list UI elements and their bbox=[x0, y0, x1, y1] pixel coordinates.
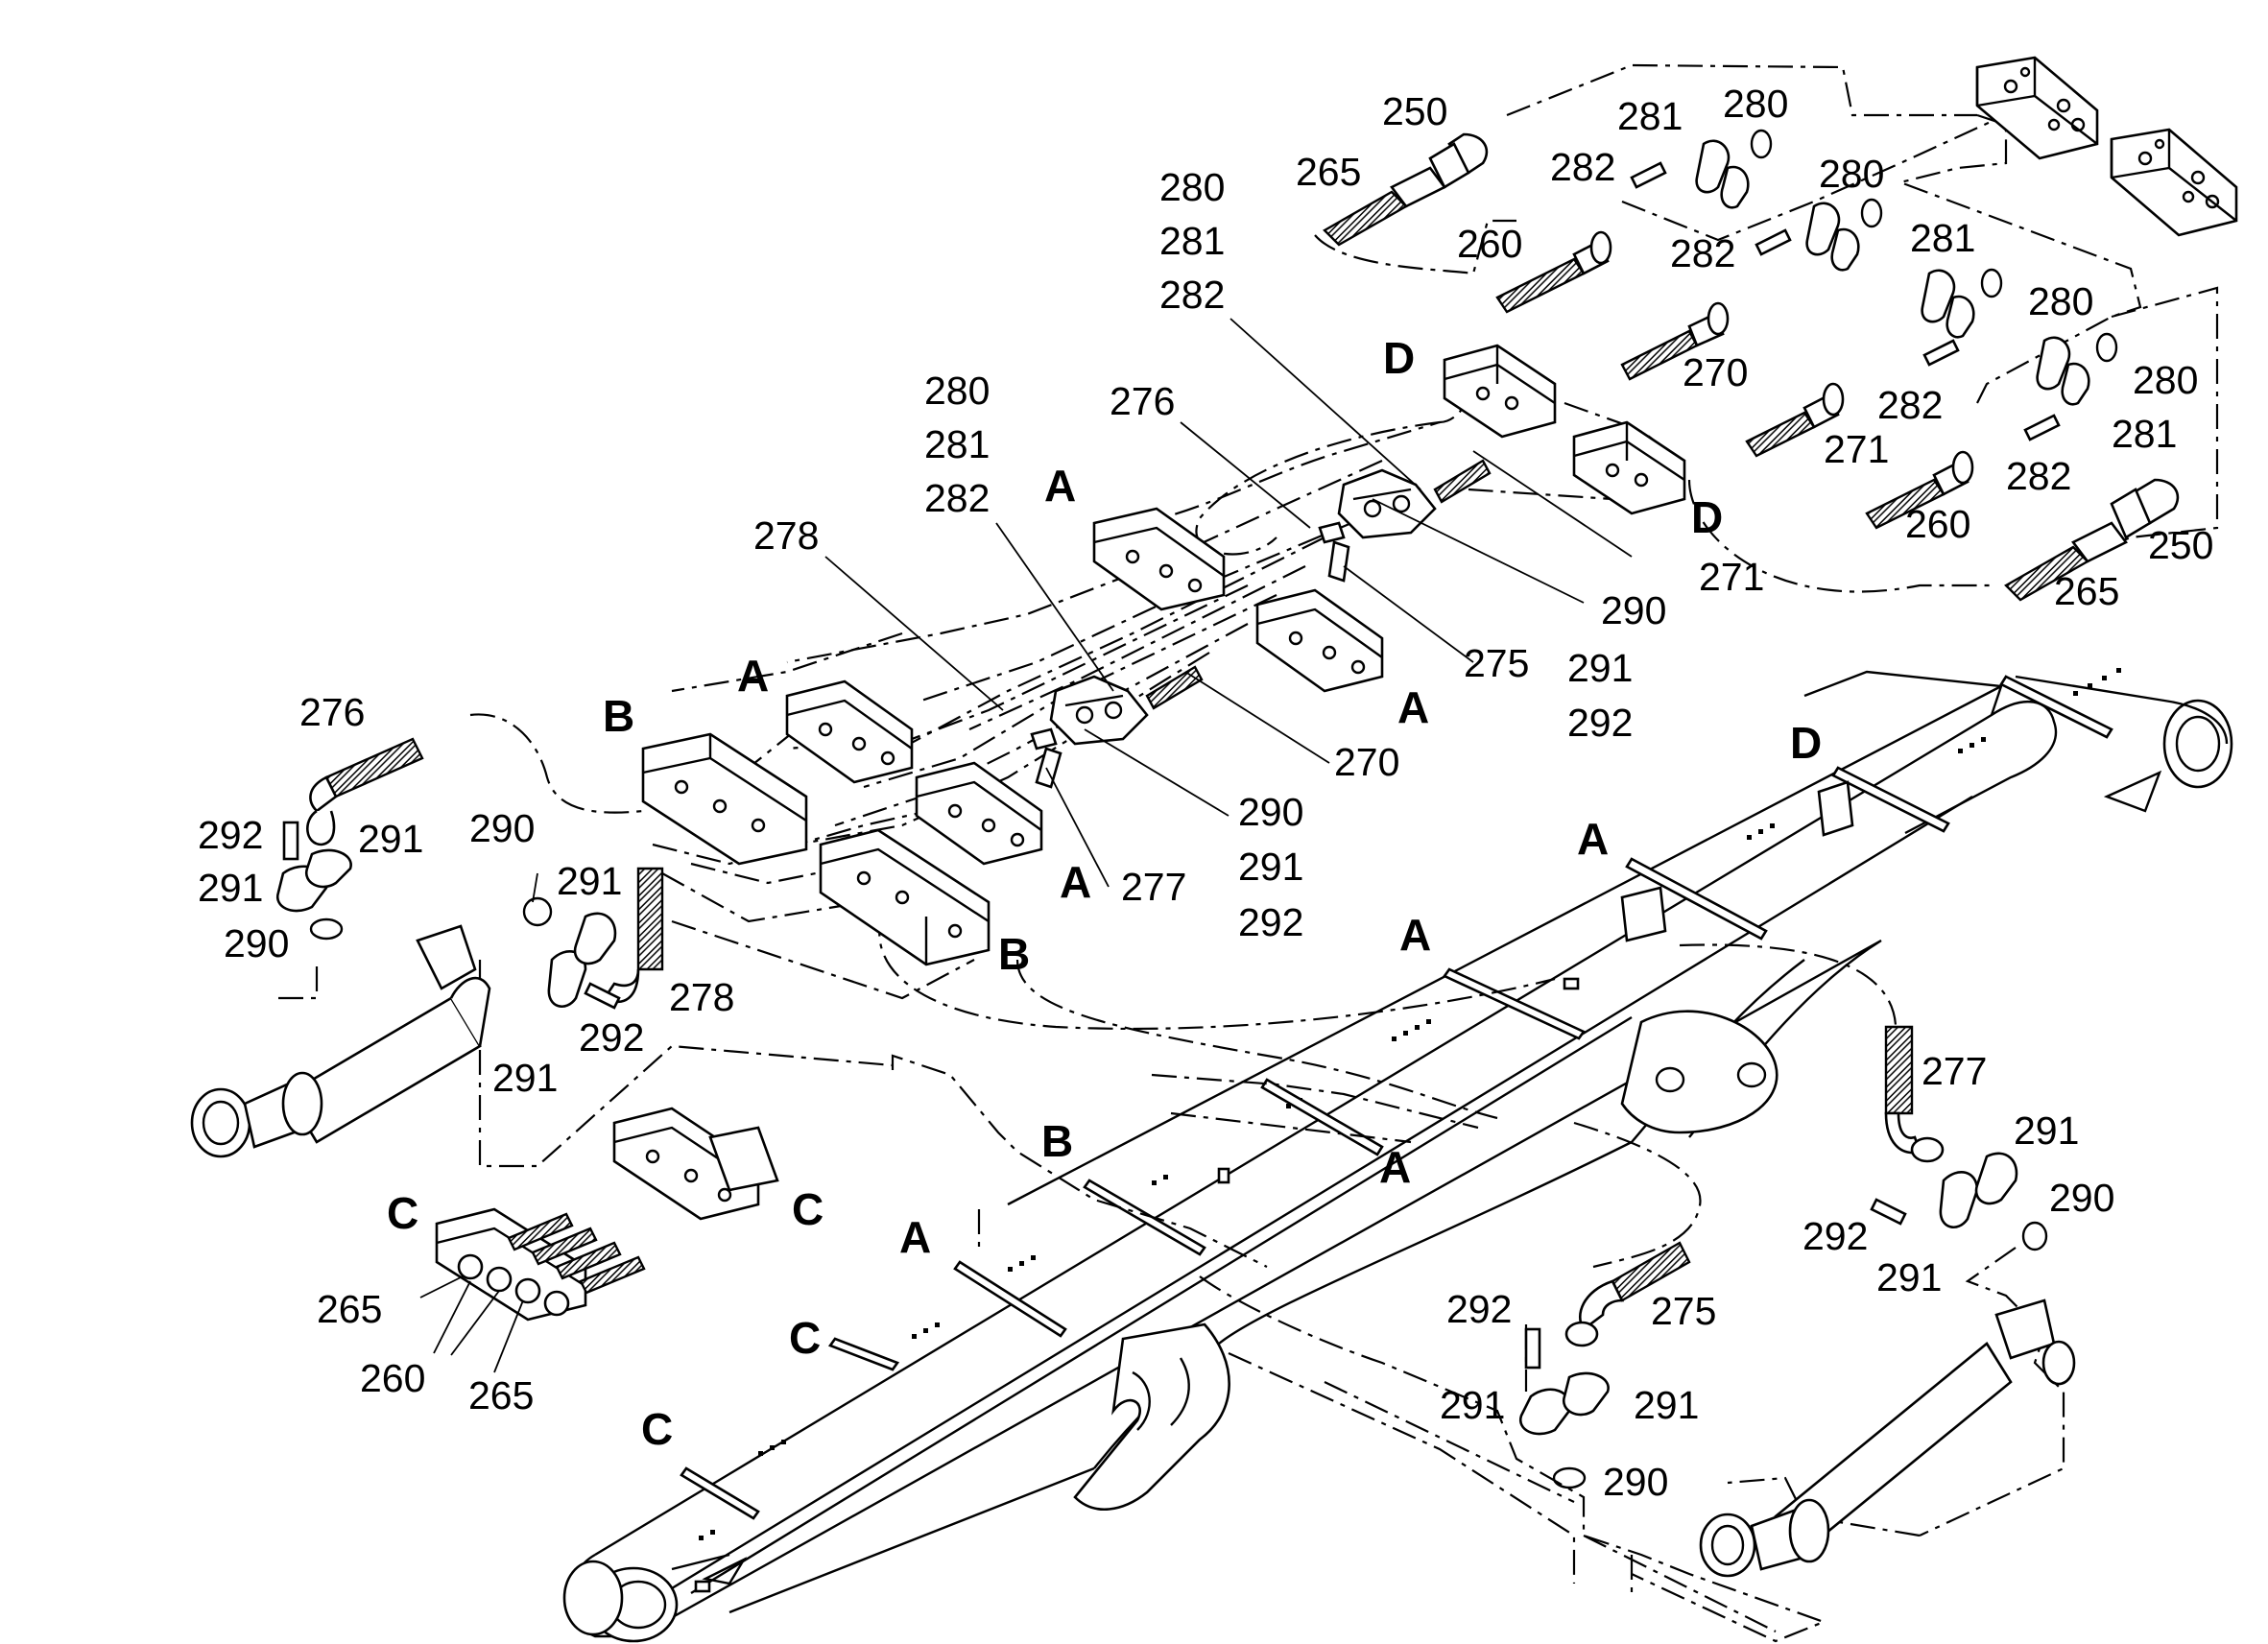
callout-282: 282 bbox=[924, 476, 990, 520]
callout-260: 260 bbox=[1457, 222, 1522, 266]
section-letter-a: A bbox=[1060, 857, 1091, 907]
callout-291: 291 bbox=[358, 817, 423, 861]
section-letter-a: A bbox=[1577, 814, 1609, 864]
callout-281: 281 bbox=[2112, 412, 2177, 456]
callout-292: 292 bbox=[1802, 1214, 1868, 1258]
callout-291: 291 bbox=[1634, 1383, 1699, 1427]
callout-250: 250 bbox=[1382, 89, 1447, 133]
section-letter-a: A bbox=[1044, 461, 1076, 511]
callout-280: 280 bbox=[924, 369, 990, 413]
callout-291: 291 bbox=[1876, 1255, 1942, 1299]
callout-290: 290 bbox=[2049, 1176, 2114, 1220]
section-letter-d: D bbox=[1383, 333, 1415, 383]
callout-292: 292 bbox=[198, 813, 263, 857]
callout-280: 280 bbox=[1159, 165, 1225, 209]
callout-265: 265 bbox=[468, 1373, 534, 1418]
callout-275: 275 bbox=[1464, 641, 1529, 685]
callout-271: 271 bbox=[1824, 427, 1889, 471]
callout-292: 292 bbox=[579, 1015, 644, 1060]
callout-280: 280 bbox=[1819, 152, 1884, 196]
hose-assemblies bbox=[306, 132, 2180, 1347]
callout-280: 280 bbox=[2133, 358, 2198, 402]
callout-292: 292 bbox=[1567, 701, 1633, 745]
section-letter-a: A bbox=[899, 1212, 931, 1262]
section-letter-d: D bbox=[1790, 718, 1822, 768]
callout-282: 282 bbox=[1877, 383, 1943, 427]
section-letter-a: A bbox=[1399, 910, 1431, 960]
leader-lines bbox=[419, 318, 1633, 1373]
section-letter-c: C bbox=[641, 1404, 673, 1454]
section-letter-b: B bbox=[1041, 1116, 1073, 1166]
callout-291: 291 bbox=[1238, 845, 1303, 889]
callout-291: 291 bbox=[198, 866, 263, 910]
callout-282: 282 bbox=[1159, 273, 1225, 317]
callout-260: 260 bbox=[1905, 502, 1970, 546]
flanges-bolts-orings bbox=[275, 129, 2118, 1489]
callout-275: 275 bbox=[1651, 1289, 1716, 1333]
callout-290: 290 bbox=[1238, 790, 1303, 834]
callout-270: 270 bbox=[1683, 350, 1748, 394]
callout-265: 265 bbox=[317, 1287, 382, 1331]
callout-290: 290 bbox=[224, 921, 289, 965]
callout-278: 278 bbox=[753, 513, 819, 558]
callout-290: 290 bbox=[1601, 588, 1666, 632]
section-letters: D D A A A A B B D A A A B C C A C C bbox=[387, 333, 1822, 1454]
callout-290: 290 bbox=[469, 806, 535, 850]
callout-291: 291 bbox=[1440, 1383, 1505, 1427]
section-letter-a: A bbox=[1397, 682, 1429, 732]
callout-290: 290 bbox=[1603, 1460, 1668, 1504]
section-letter-c: C bbox=[387, 1188, 418, 1238]
callout-291: 291 bbox=[1567, 646, 1633, 690]
section-letter-a: A bbox=[1379, 1142, 1411, 1192]
section-letter-c: C bbox=[789, 1313, 821, 1363]
callout-291: 291 bbox=[557, 859, 622, 903]
section-letter-c: C bbox=[792, 1184, 824, 1234]
section-letter-a: A bbox=[737, 651, 769, 701]
callout-270: 270 bbox=[1334, 740, 1399, 784]
callout-292: 292 bbox=[1446, 1287, 1512, 1331]
callout-280: 280 bbox=[2028, 279, 2093, 323]
callout-265: 265 bbox=[1296, 150, 1361, 194]
callout-labels: 250 265 281 280 282 280 260 282 281 280 … bbox=[198, 82, 2213, 1504]
callout-281: 281 bbox=[1159, 219, 1225, 263]
callout-276: 276 bbox=[1110, 379, 1175, 423]
callout-277: 277 bbox=[1922, 1049, 1987, 1093]
callout-281: 281 bbox=[1617, 94, 1683, 138]
callout-281: 281 bbox=[1910, 216, 1975, 260]
clamp-blocks bbox=[435, 344, 1686, 1322]
callout-265: 265 bbox=[2054, 569, 2119, 613]
hydraulic-cylinders bbox=[190, 924, 2076, 1578]
callout-291: 291 bbox=[492, 1056, 558, 1100]
callout-282: 282 bbox=[2006, 454, 2071, 498]
callout-291: 291 bbox=[2014, 1108, 2079, 1153]
callout-276: 276 bbox=[299, 690, 365, 734]
callout-260: 260 bbox=[360, 1356, 425, 1400]
manifold-blocks bbox=[1975, 56, 2238, 237]
callout-271: 271 bbox=[1699, 555, 1764, 599]
callout-292: 292 bbox=[1238, 900, 1303, 944]
callout-282: 282 bbox=[1550, 145, 1615, 189]
callout-278: 278 bbox=[669, 975, 734, 1019]
section-letter-d: D bbox=[1691, 492, 1723, 542]
callout-280: 280 bbox=[1723, 82, 1788, 126]
section-letter-b: B bbox=[998, 929, 1030, 979]
callout-250: 250 bbox=[2148, 523, 2213, 567]
boom-bracket-rails bbox=[680, 675, 2113, 1520]
callout-277: 277 bbox=[1121, 865, 1186, 909]
callout-282: 282 bbox=[1670, 231, 1735, 275]
valve-blocks bbox=[1030, 459, 1492, 789]
section-letter-b: B bbox=[603, 691, 634, 741]
callout-281: 281 bbox=[924, 422, 990, 466]
